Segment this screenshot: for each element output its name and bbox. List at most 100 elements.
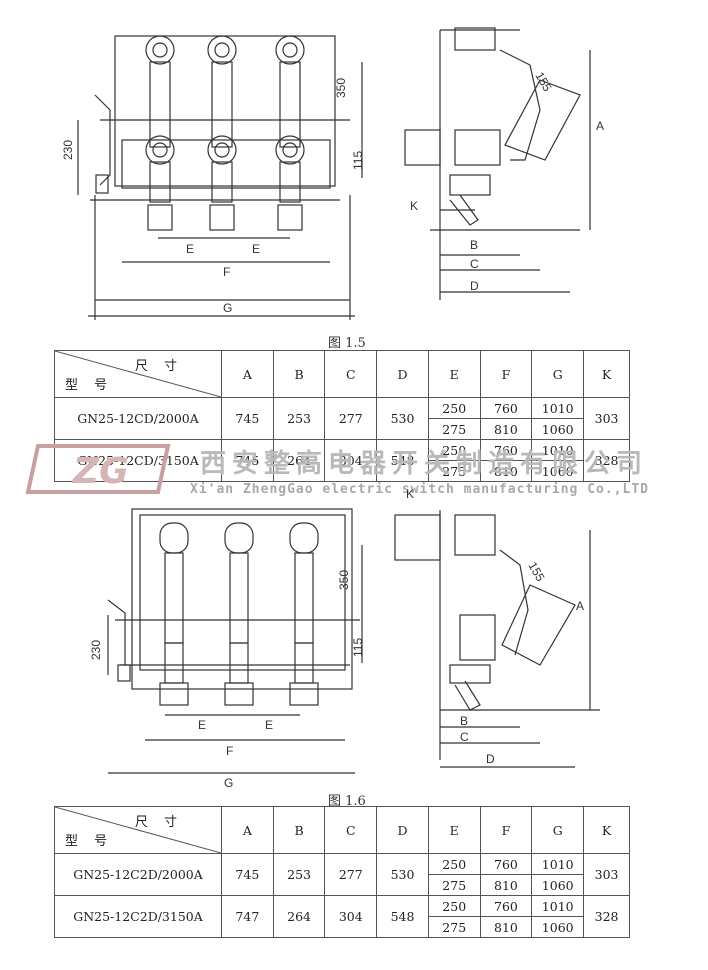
- model-cell: GN25-12C2D/3150A: [54, 895, 222, 938]
- value-g: 1010: [531, 439, 585, 461]
- value-e: 275: [427, 460, 481, 482]
- header-dimension-label: 尺 寸: [134, 815, 183, 830]
- dim-f: F: [223, 265, 230, 279]
- col-header-d: D: [376, 806, 429, 854]
- col-header-g: G: [531, 806, 585, 854]
- dim-e-left: E: [186, 242, 194, 256]
- value-f: 760: [479, 853, 533, 875]
- figure-1-6-caption: 图 1.6: [328, 794, 366, 809]
- dim-230: 230: [89, 640, 103, 660]
- dim-a: A: [576, 599, 584, 613]
- dim-155: 155: [525, 560, 547, 585]
- model-cell: GN25-12CD/2000A: [54, 397, 222, 440]
- spec-table-2: 尺 寸 型 号 A B C D E F G K GN25-12C2D/2000A…: [54, 806, 630, 938]
- value-g: 1060: [531, 916, 585, 938]
- dim-c: C: [460, 730, 469, 744]
- value-k: 303: [583, 397, 630, 440]
- value-c: 277: [324, 853, 378, 896]
- col-header-k: K: [583, 806, 630, 854]
- col-header-e: E: [427, 806, 481, 854]
- table-row: GN25-12CD/2000A 745 253 277 530 250 760 …: [54, 397, 630, 440]
- dim-a: A: [596, 119, 604, 133]
- value-e: 250: [427, 397, 481, 419]
- logo-text: ZG: [72, 451, 129, 492]
- dim-d: D: [470, 279, 479, 293]
- value-e: 275: [427, 874, 481, 896]
- dim-g: G: [224, 776, 233, 790]
- value-g: 1060: [531, 874, 585, 896]
- value-g: 1060: [531, 418, 585, 440]
- value-f: 760: [479, 397, 533, 419]
- col-header-f: F: [479, 806, 533, 854]
- value-e: 250: [427, 895, 481, 917]
- dim-230: 230: [61, 140, 75, 160]
- value-b: 253: [272, 397, 326, 440]
- col-header-d: D: [376, 350, 429, 398]
- value-e: 275: [427, 418, 481, 440]
- col-header-k: K: [583, 350, 630, 398]
- col-header-e: E: [427, 350, 481, 398]
- value-b: 253: [272, 853, 326, 896]
- table-row: 275 810 1060: [55, 460, 630, 482]
- dim-c: C: [470, 257, 479, 271]
- header-model-label: 型 号: [65, 378, 114, 393]
- fig2-k-label: K: [406, 487, 415, 501]
- value-a: 745: [221, 397, 274, 440]
- value-g: 1010: [531, 397, 585, 419]
- value-k: 328: [583, 439, 630, 482]
- dim-115: 115: [351, 151, 365, 170]
- value-g: 1010: [531, 853, 585, 875]
- watermark-company-name-cn: 西安整高电器开关制造有限公司: [200, 449, 649, 479]
- dim-350: 350: [337, 570, 351, 590]
- value-k: 303: [583, 853, 630, 896]
- value-a: 745: [221, 853, 274, 896]
- value-g: 1010: [531, 895, 585, 917]
- col-header-a: A: [221, 806, 274, 854]
- value-b: 264: [272, 439, 326, 482]
- value-k: 328: [583, 895, 630, 938]
- header-model-label: 型 号: [65, 834, 114, 849]
- value-e: 275: [427, 916, 481, 938]
- figure-1-5-drawing: 350 115 230 E E F G 155 A K B C D: [61, 27, 604, 320]
- dim-e-left: E: [198, 718, 206, 732]
- fig2-dimension-labels: 350 115 230 E E F G 155 A K B C D: [89, 560, 584, 791]
- value-d: 548: [376, 439, 429, 482]
- value-b: 264: [272, 895, 326, 938]
- value-f: 760: [479, 895, 533, 917]
- value-a: 745: [221, 439, 274, 482]
- value-g: 1060: [531, 460, 585, 482]
- table-row: GN25-12C2D/3150A 747 264 304 548 250 760…: [54, 895, 630, 938]
- table-row: GN25-12C2D/2000A 745 253 277 530 250 760…: [54, 853, 630, 896]
- dim-b: B: [460, 714, 468, 728]
- col-header-b: B: [272, 350, 326, 398]
- value-f: 810: [479, 460, 533, 482]
- dim-f: F: [226, 744, 233, 758]
- value-d: 530: [376, 397, 429, 440]
- col-header-c: C: [324, 350, 378, 398]
- col-header-g: G: [531, 350, 585, 398]
- model-cell: GN25-12C2D/2000A: [54, 853, 222, 896]
- value-d: 530: [376, 853, 429, 896]
- col-header-b: B: [272, 806, 326, 854]
- col-header-c: C: [324, 806, 378, 854]
- value-c: 277: [324, 397, 378, 440]
- value-f: 810: [479, 874, 533, 896]
- table-header-diagonal-cell: 尺 寸 型 号: [54, 806, 222, 854]
- value-e: 250: [427, 853, 481, 875]
- dim-e-right: E: [252, 242, 260, 256]
- dim-115: 115: [351, 638, 365, 657]
- value-c: 304: [324, 895, 378, 938]
- table-header-diagonal-cell: 尺 寸 型 号: [54, 350, 222, 398]
- value-f: 810: [479, 916, 533, 938]
- company-logo-icon: ZG: [25, 444, 171, 494]
- dim-350: 350: [334, 78, 348, 98]
- value-a: 747: [221, 895, 274, 938]
- table-row: 275 810 1060: [55, 916, 630, 938]
- figure-1-5-caption: 图 1.5: [328, 336, 366, 351]
- value-d: 548: [376, 895, 429, 938]
- col-header-a: A: [221, 350, 274, 398]
- dim-e-right: E: [265, 718, 273, 732]
- table-row: 275 810 1060: [55, 418, 630, 440]
- dim-d: D: [486, 752, 495, 766]
- watermark-company-name-en: Xi'an ZhengGao electric switch manufactu…: [190, 482, 649, 497]
